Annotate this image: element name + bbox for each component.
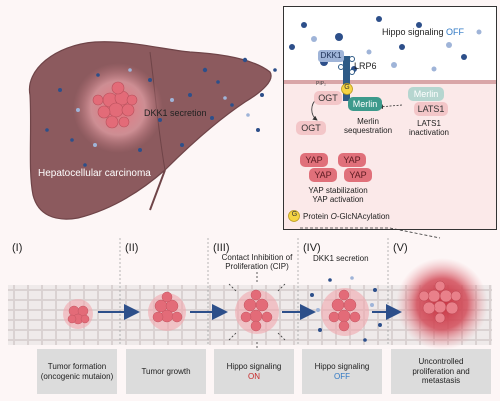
liver-tumor (92, 81, 138, 129)
yap-2: YAP (338, 153, 366, 167)
stage5-tumor (396, 258, 488, 350)
yap-1: YAP (300, 153, 328, 167)
legend-g-icon (288, 210, 300, 222)
stage4-dkk1-label: DKK1 secretion (313, 254, 369, 263)
hippo-off-title: Hippo signaling OFF (382, 27, 465, 37)
lats1-protein: LATS1 (414, 102, 448, 116)
lrp6-label: LRP6 (354, 61, 377, 71)
hippo-on-state: ON (247, 371, 260, 381)
inset-dkk1-particles-light (311, 29, 482, 72)
liver-dkk1-particles (45, 57, 277, 167)
stage-4-number: (IV) (303, 242, 321, 254)
stage-1-number: (I) (12, 242, 23, 254)
legend-g-glyph: G (291, 211, 298, 218)
hcc-label: Hepatocellular carcinoma (38, 168, 151, 179)
ogt-free: OGT (296, 121, 326, 135)
dkk1-secretion-label: DKK1 secretion (144, 108, 207, 118)
caption-stage-1: Tumor formation(oncogenic mutaion) (37, 349, 117, 394)
yap-3: YAP (309, 168, 337, 182)
merlin-bound: Merlin (348, 97, 382, 111)
legend-text: Protein O-GlcNAcylation (303, 212, 390, 221)
ogt-membrane: OGT (314, 91, 342, 105)
lrp6-receptor (343, 56, 350, 101)
cell-membrane (284, 80, 496, 84)
yap-4: YAP (344, 168, 372, 182)
stage4-tumor (303, 276, 382, 342)
caption-stage-2: Tumor growth (126, 349, 206, 394)
o-glcnac-icon (341, 83, 353, 95)
g-glyph: G (344, 84, 350, 91)
stage3-tumor (217, 272, 297, 352)
stage2-tumor (148, 291, 186, 331)
stage-2-number: (II) (125, 242, 139, 254)
stage-5-number: (V) (393, 242, 408, 254)
merlin-faded: Merlin (408, 87, 444, 101)
hippo-off-state: OFF (333, 371, 350, 381)
stage-3-number: (III) (213, 242, 230, 254)
stage1-tumor (63, 299, 93, 329)
dkk1-ligand: DKK1 (318, 50, 344, 62)
liver-illustration (28, 41, 277, 220)
pip2-label: PIP₂ (316, 81, 326, 87)
liver-dkk1-particles-light (76, 68, 250, 147)
inset-panel: Hippo signaling OFF DKK1 LRP6 PIP₂ G OGT… (283, 6, 497, 230)
